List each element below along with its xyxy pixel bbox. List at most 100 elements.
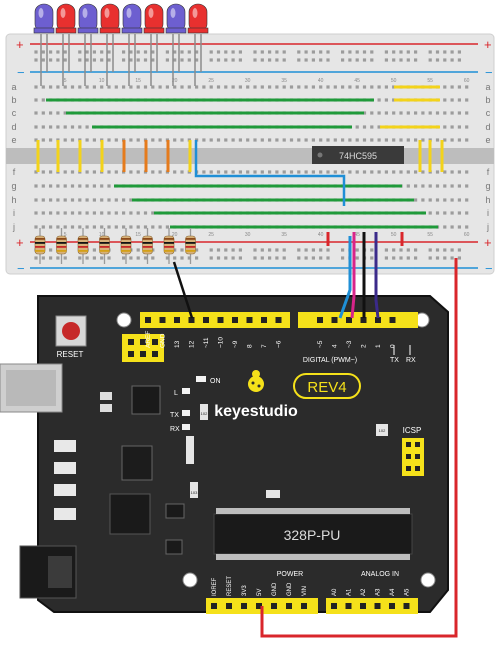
breadboard-hole — [49, 125, 53, 129]
breadboard-hole — [70, 225, 75, 229]
pin-label: ~6 — [276, 340, 283, 348]
led-highlight — [192, 8, 198, 18]
breadboard-hole — [260, 138, 264, 142]
rail-hole — [428, 256, 432, 260]
header-pin — [140, 351, 146, 357]
breadboard-hole — [216, 85, 221, 89]
resistor-band — [99, 242, 110, 244]
pin-label: ~10 — [218, 337, 225, 348]
rail-hole — [384, 256, 388, 260]
led-highlight — [60, 8, 66, 18]
row-letter: i — [487, 208, 489, 218]
rail-hole — [216, 256, 221, 260]
header-pin — [415, 466, 420, 471]
pin-label: 12 — [189, 340, 196, 348]
rail-hole — [370, 256, 374, 260]
breadboard-hole — [41, 198, 45, 202]
reset-button-cap[interactable] — [62, 322, 80, 340]
breadboard-hole — [289, 85, 294, 89]
pin-label: AREF — [145, 331, 152, 348]
breadboard-hole — [465, 170, 469, 174]
rail-hole — [238, 58, 242, 62]
breadboard-hole — [457, 170, 461, 174]
rail-hole — [435, 50, 440, 54]
led-base — [99, 27, 121, 34]
breadboard-hole — [122, 225, 126, 229]
breadboard-hole — [333, 170, 337, 174]
pin-label: VIN — [302, 586, 308, 596]
breadboard-hole — [165, 85, 169, 89]
breadboard-hole — [428, 211, 432, 215]
column-number: 55 — [427, 78, 433, 84]
breadboard-hole — [202, 170, 206, 174]
breadboard-hole — [377, 98, 381, 102]
rail-hole — [304, 50, 308, 54]
header-pin — [217, 317, 224, 323]
pin-label: RESET — [227, 576, 233, 596]
rail-hole — [282, 50, 286, 54]
breadboard-hole — [56, 85, 60, 89]
breadboard-hole — [377, 170, 381, 174]
rail-hole — [392, 256, 396, 260]
breadboard-hole — [136, 225, 140, 229]
rail-hole — [238, 248, 242, 252]
breadboard-hole — [49, 170, 53, 174]
rail-hole — [49, 50, 53, 54]
breadboard-hole — [399, 138, 403, 142]
rail-hole — [49, 248, 53, 252]
crystal-module — [109, 493, 151, 535]
rail-hole — [326, 58, 330, 62]
resistor-band — [99, 238, 110, 240]
breadboard-hole — [421, 170, 425, 174]
breadboard-hole — [92, 225, 96, 229]
header-pin — [389, 603, 395, 609]
chip-label: 74HC595 — [339, 151, 377, 161]
header-pin — [346, 317, 352, 323]
breadboard-hole — [209, 170, 213, 174]
resistor-band — [78, 246, 88, 248]
breadboard-hole — [421, 111, 425, 115]
breadboard-hole — [450, 125, 454, 129]
rail-hole — [457, 256, 461, 260]
column-number: 10 — [99, 78, 105, 84]
breadboard-hole — [289, 138, 294, 142]
breadboard-hole — [377, 125, 381, 129]
rail-hole — [384, 58, 388, 62]
rail-hole — [341, 50, 345, 54]
breadboard-hole — [63, 198, 67, 202]
rail-hole — [268, 256, 272, 260]
led-highlight — [148, 8, 154, 18]
breadboard-hole — [209, 138, 213, 142]
header-pin — [374, 603, 381, 609]
breadboard-hole — [384, 170, 388, 174]
breadboard-hole — [443, 184, 447, 188]
column-number: 10 — [99, 232, 105, 238]
breadboard-hole — [107, 170, 111, 174]
breadboard-hole — [370, 170, 374, 174]
breadboard-hole — [275, 170, 279, 174]
pin-label: GND — [287, 582, 293, 596]
resistor-band — [35, 238, 45, 240]
rx-arrow-label: RX — [406, 357, 416, 364]
breadboard-hole — [465, 125, 469, 129]
rail-hole — [92, 58, 96, 62]
rail-hole — [34, 58, 38, 62]
pin-label: ~3 — [346, 340, 353, 348]
small-chip — [165, 503, 185, 519]
row-letter: a — [485, 82, 490, 92]
magenta-latch-wire — [350, 232, 356, 319]
breadboard-hole — [85, 184, 89, 188]
breadboard-hole — [70, 184, 75, 188]
breadboard-hole — [187, 85, 191, 89]
column-number: 45 — [354, 232, 360, 238]
breadboard-hole — [231, 138, 235, 142]
breadboard-hole — [297, 85, 301, 89]
breadboard-hole — [70, 85, 75, 89]
breadboard-hole — [421, 184, 425, 188]
rail-hole — [209, 256, 213, 260]
breadboard-hole — [348, 138, 352, 142]
breadboard-hole — [392, 138, 396, 142]
breadboard-hole — [457, 138, 461, 142]
model-badge — [293, 373, 361, 399]
